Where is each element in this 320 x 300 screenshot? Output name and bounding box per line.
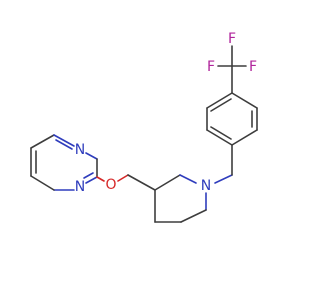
bond bbox=[206, 129, 233, 146]
bond bbox=[206, 92, 233, 109]
piperidine-ring bbox=[154, 174, 207, 223]
atom-label-fluorine: F bbox=[249, 59, 257, 75]
bond bbox=[96, 176, 105, 182]
bond bbox=[127, 174, 156, 191]
atom-label-fluorine: F bbox=[228, 31, 236, 47]
bond bbox=[55, 139, 73, 150]
bond bbox=[210, 126, 232, 140]
bond bbox=[179, 174, 197, 184]
trifluoromethyl-group bbox=[217, 45, 247, 94]
bond bbox=[231, 92, 258, 109]
pyrimidine-ring bbox=[30, 134, 98, 191]
bond bbox=[30, 175, 55, 191]
bond bbox=[30, 134, 55, 149]
atom-label-nitrogen: N bbox=[201, 178, 211, 194]
atom-label-fluorine: F bbox=[207, 59, 215, 75]
bond bbox=[85, 152, 98, 160]
bond bbox=[210, 98, 232, 112]
bond bbox=[231, 129, 258, 146]
atom-label-nitrogen: N bbox=[75, 179, 85, 195]
benzyl-linker bbox=[214, 144, 233, 184]
structural-formula: N N O N F F F bbox=[30, 31, 258, 223]
bond bbox=[180, 209, 207, 223]
atom-label-oxygen: O bbox=[105, 177, 116, 193]
benzene-ring bbox=[206, 92, 258, 146]
bond bbox=[214, 174, 233, 184]
bond bbox=[53, 134, 75, 147]
atom-label-nitrogen: N bbox=[75, 142, 85, 158]
bond bbox=[154, 174, 181, 191]
ether-linker bbox=[96, 174, 156, 191]
bond bbox=[85, 176, 98, 184]
bond bbox=[83, 172, 94, 179]
bond bbox=[117, 174, 129, 182]
